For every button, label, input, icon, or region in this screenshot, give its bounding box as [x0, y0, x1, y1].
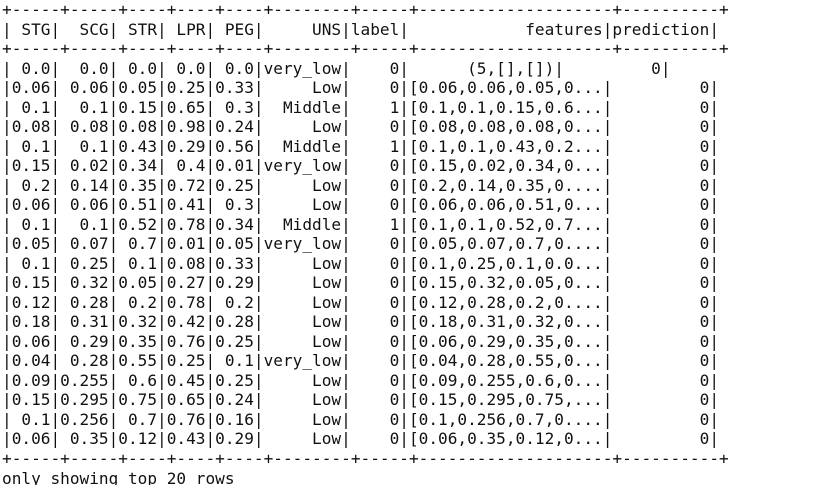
table-row: |0.06| 0.06|0.05|0.25|0.33| Low| 0|[0.06…	[2, 78, 720, 97]
table-header-row: | STG| SCG| STR| LPR| PEG| UNS|label| fe…	[2, 19, 720, 39]
table-row: |0.06| 0.29|0.35|0.76|0.25| Low| 0|[0.06…	[2, 331, 720, 351]
row-count-note: only showing top 20 rows	[2, 469, 235, 485]
table-row: |0.06| 0.35|0.12|0.43|0.29| Low| 0|[0.06…	[2, 429, 720, 448]
table-row: |0.12| 0.28| 0.2|0.78| 0.2| Low| 0|[0.12…	[2, 292, 720, 312]
table-row: |0.18| 0.31|0.32|0.42|0.28| Low| 0|[0.18…	[2, 312, 720, 331]
table-border-bottom: +-----+-----+----+----+----+--------+---…	[2, 448, 729, 468]
table-row: |0.15| 0.02|0.34| 0.4|0.01|very_low| 0|[…	[2, 156, 720, 175]
table-row: | 0.1| 0.1|0.52|0.78|0.34| Middle| 1|[0.…	[2, 214, 720, 234]
table-row: |0.06| 0.06|0.51|0.41| 0.3| Low| 0|[0.06…	[2, 195, 720, 214]
table-border-header: +-----+-----+----+----+----+--------+---…	[2, 39, 729, 58]
table-border-top: +-----+-----+----+----+----+--------+---…	[2, 0, 729, 19]
table-row: |0.15|0.295|0.75|0.65|0.24| Low| 0|[0.15…	[2, 390, 720, 409]
table-row: | 0.1|0.256| 0.7|0.76|0.16| Low| 0|[0.1,…	[2, 409, 720, 429]
table-row: |0.15| 0.32|0.05|0.27|0.29| Low| 0|[0.15…	[2, 273, 720, 292]
table-row: | 0.1| 0.1|0.43|0.29|0.56| Middle| 1|[0.…	[2, 136, 720, 156]
table-row: | 0.0| 0.0| 0.0| 0.0| 0.0|very_low| 0| (…	[2, 58, 671, 78]
table-row: | 0.1| 0.1|0.15|0.65| 0.3| Middle| 1|[0.…	[2, 97, 720, 117]
table-row: |0.09|0.255| 0.6|0.45|0.25| Low| 0|[0.09…	[2, 370, 720, 390]
table-row: |0.04| 0.28|0.55|0.25| 0.1|very_low| 0|[…	[2, 351, 720, 370]
table-row: |0.05| 0.07| 0.7|0.01|0.05|very_low| 0|[…	[2, 234, 720, 253]
table-row: |0.08| 0.08|0.08|0.98|0.24| Low| 0|[0.08…	[2, 117, 720, 136]
table-row: | 0.1| 0.25| 0.1|0.08|0.33| Low| 0|[0.1,…	[2, 253, 720, 273]
table-row: | 0.2| 0.14|0.35|0.72|0.25| Low| 0|[0.2,…	[2, 175, 720, 195]
